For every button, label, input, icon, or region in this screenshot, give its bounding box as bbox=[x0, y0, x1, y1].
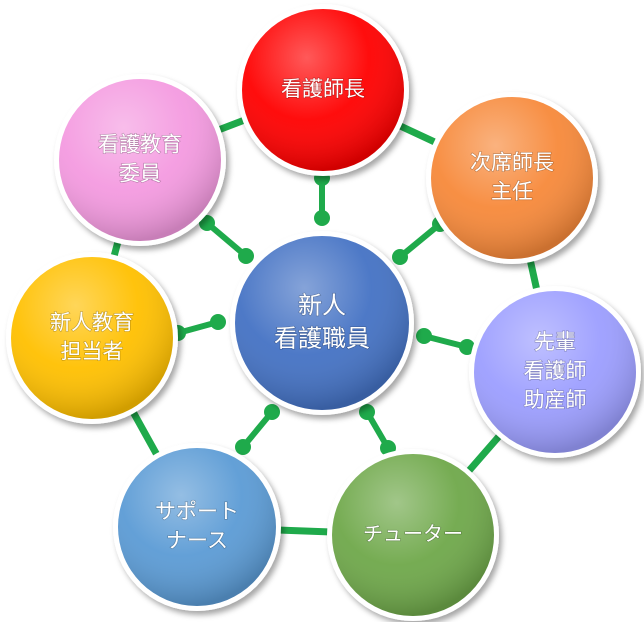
spoke-dot-top_left-2 bbox=[238, 248, 254, 264]
spoke-dot-right-1 bbox=[459, 339, 475, 355]
node-gloss bbox=[59, 79, 221, 241]
node-circles: 看護師長次席師長主任先輩看護師助産師チューターサポートナース新人教育担当者看護教… bbox=[6, 4, 641, 621]
node-label-line: 看護教育 bbox=[98, 133, 182, 157]
node-gloss bbox=[431, 97, 593, 259]
node-gloss bbox=[332, 454, 494, 616]
node-top: 看護師長 bbox=[237, 4, 409, 176]
spoke-dot-bottom_right-2 bbox=[359, 404, 375, 420]
node-gloss bbox=[235, 236, 409, 410]
spoke-dot-top-2 bbox=[314, 210, 330, 226]
node-label-line: 看護職員 bbox=[274, 325, 370, 353]
node-label-line: チューター bbox=[363, 522, 463, 546]
spoke-dot-top_left-1 bbox=[199, 215, 215, 231]
node-label-line: 新人 bbox=[298, 291, 346, 319]
spoke-dot-bottom_left-1 bbox=[235, 439, 251, 455]
node-gloss bbox=[11, 257, 173, 419]
node-label-line: 主任 bbox=[491, 179, 533, 203]
spoke-top_left bbox=[205, 220, 248, 259]
node-label-line: サポート bbox=[155, 500, 239, 524]
spoke-top_right bbox=[398, 221, 442, 260]
node-label-line: 新人教育 bbox=[50, 311, 134, 335]
node-gloss bbox=[242, 9, 404, 171]
spoke-dot-left-2 bbox=[210, 314, 226, 330]
node-label-line: 委員 bbox=[119, 161, 161, 185]
node-bottom-right: チューター bbox=[327, 449, 499, 621]
node-label-line: 看護師長 bbox=[281, 77, 365, 101]
node-label-line: 助産師 bbox=[524, 388, 587, 412]
node-gloss bbox=[118, 448, 276, 606]
node-gloss bbox=[474, 291, 636, 453]
spoke-dot-right-2 bbox=[416, 328, 432, 344]
node-label-line: 看護師 bbox=[524, 359, 587, 383]
spoke-dot-top_right-2 bbox=[392, 249, 408, 265]
node-label-line: 先輩 bbox=[534, 330, 576, 354]
node-label-line: 担当者 bbox=[61, 339, 124, 363]
node-label-line: 次席師長 bbox=[470, 151, 554, 175]
node-label-line: ナース bbox=[166, 528, 228, 552]
spoke-dot-bottom_left-2 bbox=[264, 404, 280, 420]
